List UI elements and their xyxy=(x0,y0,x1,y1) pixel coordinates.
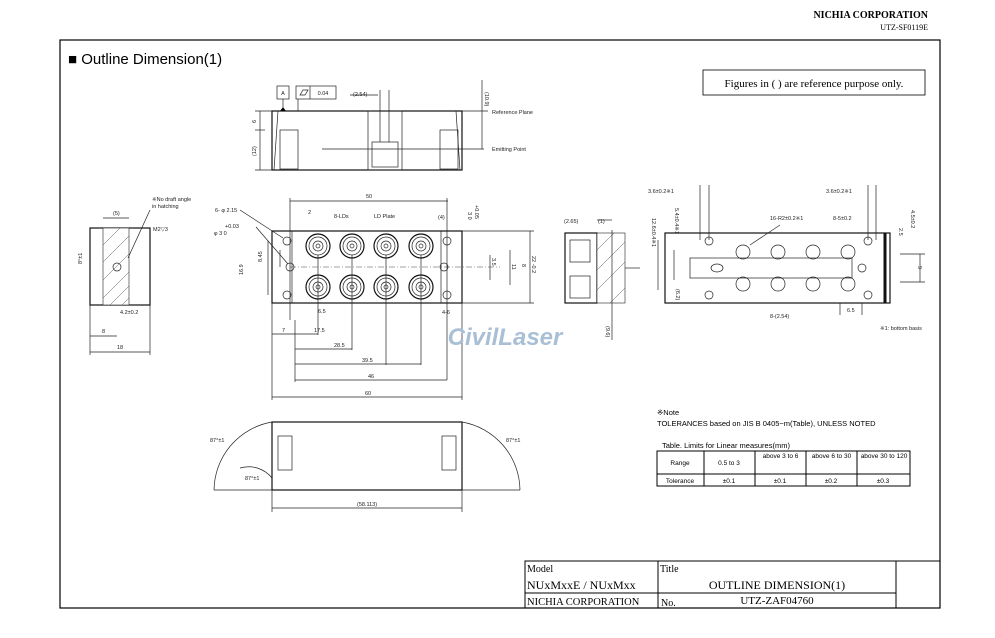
bottom-basis-note: ※1: bottom basis xyxy=(880,325,922,332)
dim-pitch: (2.54) xyxy=(353,92,368,98)
model-label: Model xyxy=(527,564,553,575)
table-cell: ±0.2 xyxy=(825,478,838,485)
front-view: 50 2 6- φ 2.15 +0.03 φ 3 0 8-LDs LD Plat… xyxy=(214,194,536,400)
datum-label: A xyxy=(281,91,285,97)
table-header: above 6 to 30 xyxy=(811,453,852,460)
dim-1: (1) xyxy=(598,219,605,225)
dim-9-6: (9.6) xyxy=(604,326,610,337)
angle-inner: 87°±1 xyxy=(245,476,259,482)
dim-7: 7 xyxy=(282,328,285,334)
dim-22: 22 -0.2 xyxy=(530,256,536,273)
table-cell: Tolerance xyxy=(666,478,695,485)
table-cell: ±0.1 xyxy=(723,478,736,485)
side-note-1: ※No draft angle xyxy=(152,196,191,203)
dim-3: 3 0 xyxy=(466,212,472,220)
number-label: No. xyxy=(661,598,676,609)
dim-8: 8 xyxy=(520,264,526,267)
pitch-label: 8-(2.54) xyxy=(770,314,789,320)
sheet-frame xyxy=(59,39,941,609)
dim-6: 6 xyxy=(252,120,258,123)
screw-label: M2▽3 xyxy=(153,227,168,233)
dim-length: (58.113) xyxy=(357,502,377,508)
bottom-view: 3.6±0.2※1 3.6±0.2※1 16-R2±0.2※1 8-5±0.2 … xyxy=(648,185,925,332)
dim-5-4: 5.4±0.4※1 xyxy=(673,208,680,234)
right-view: (2.65) (1) (9.6) xyxy=(564,219,640,340)
dim-4-5: 4.5±0.2 xyxy=(909,210,915,228)
section-title: ■ Outline Dimension(1) xyxy=(68,51,222,68)
note-text: TOLERANCES based on JIS B 0405−m(Table),… xyxy=(657,419,876,428)
dim-5: (5) xyxy=(113,211,120,217)
angle-right: 87°±1 xyxy=(506,438,520,444)
tolerance-table: Range 0.5 to 3 above 3 to 6 above 6 to 3… xyxy=(656,450,911,487)
dim-height-ref: (10.9) xyxy=(483,92,489,107)
company-value: NICHIA CORPORATION xyxy=(527,597,640,608)
dim-4-6: 4-6 xyxy=(442,310,450,316)
dim-6-2: (6.2) xyxy=(674,289,680,300)
dim-16-9: 16.9 xyxy=(239,264,245,275)
side-view: ※No draft angle in hatching (5) M2▽3 8°±… xyxy=(78,196,191,355)
dim-2: 2 xyxy=(308,210,311,216)
dim-3-5: 3.5 xyxy=(490,258,496,266)
ld-array xyxy=(305,233,434,300)
reference-note-box xyxy=(702,69,926,96)
dim-2-5: 2.5 xyxy=(897,228,903,236)
reference-plane-label: Reference Plane xyxy=(492,110,533,116)
side-note-2: in hatching xyxy=(152,204,179,210)
note-title: ※Note xyxy=(657,408,679,417)
flatness-icon xyxy=(299,89,309,96)
table-header: Range xyxy=(670,460,690,467)
radius-label: 16-R2±0.2※1 xyxy=(770,215,803,222)
tolerance-note: ※Note TOLERANCES based on JIS B 0405−m(T… xyxy=(657,408,876,450)
dim-17-5: 17.5 xyxy=(314,328,325,334)
lds-label: 8-LDs xyxy=(334,214,349,220)
dim-6-5: 6.5 xyxy=(318,309,326,315)
phi3-label: φ 3 0 xyxy=(214,231,227,237)
dim-46: 46 xyxy=(368,374,374,380)
table-header: above 3 to 6 xyxy=(762,453,799,460)
table-header: above 30 to 120 xyxy=(860,453,908,460)
flatness-value: 0.04 xyxy=(318,91,329,97)
dim-28-5: 28.5 xyxy=(334,343,345,349)
table-cell: ±0.3 xyxy=(877,478,890,485)
dim-9: 9 xyxy=(916,266,922,269)
header-doc-code: UTZ-SF0119E xyxy=(880,23,928,32)
dim-4: (4) xyxy=(438,215,445,221)
dim-18: 18 xyxy=(117,345,123,351)
model-value: NUxMxxE / NUxMxx xyxy=(527,578,636,592)
table-header: 0.5 to 3 xyxy=(718,460,740,467)
dim-12-6: 12.6±0.4※1 xyxy=(650,218,657,247)
title-value: OUTLINE DIMENSION(1) xyxy=(709,578,845,592)
dim-12: (12) xyxy=(252,146,258,156)
dim-6-5: 6.5 xyxy=(847,308,855,314)
dim-2-65: (2.65) xyxy=(564,219,579,225)
dim-3-6-left: 3.6±0.2※1 xyxy=(648,188,674,195)
lower-view: 87°±1 87°±1 87°±1 (58.113) xyxy=(210,421,520,512)
dim-5: 8-5±0.2 xyxy=(833,216,852,222)
dim-60: 60 xyxy=(365,391,371,397)
table-cell: ±0.1 xyxy=(774,478,787,485)
dim-11: 11 xyxy=(510,264,516,270)
top-view: A 0.04 (2.54) (10.9) 6 (12) Reference Pl… xyxy=(252,80,533,171)
hole-tolerance: +0.03 xyxy=(225,224,239,230)
title-block: Model NUxMxxE / NUxMxx Title OUTLINE DIM… xyxy=(524,560,941,609)
table-caption: Table. Limits for Linear measures(mm) xyxy=(662,441,790,450)
holes-label: 6- φ 2.15 xyxy=(215,208,237,214)
dim-angle: 8°±1 xyxy=(78,253,84,264)
angle-left: 87°±1 xyxy=(210,438,224,444)
dim-39-5: 39.5 xyxy=(362,358,373,364)
number-value: UTZ-ZAF04760 xyxy=(740,595,814,607)
ld-plate-label: LD Plate xyxy=(374,214,395,220)
dim-50: 50 xyxy=(366,194,372,200)
reference-note: Figures in ( ) are reference purpose onl… xyxy=(725,78,904,90)
title-label: Title xyxy=(660,564,679,575)
dim-8-45: 8.45 xyxy=(258,251,264,262)
dim-8: 8 xyxy=(102,329,105,335)
dim-4-2: 4.2±0.2 xyxy=(120,310,138,316)
header-company: NICHIA CORPORATION xyxy=(813,10,928,21)
emitting-point-label: Emitting Point xyxy=(492,147,526,153)
dim-3-6-right: 3.6±0.2※1 xyxy=(826,188,852,195)
watermark: CivilLaser xyxy=(448,324,564,351)
slot-tolerance: +0.05 xyxy=(473,205,479,219)
